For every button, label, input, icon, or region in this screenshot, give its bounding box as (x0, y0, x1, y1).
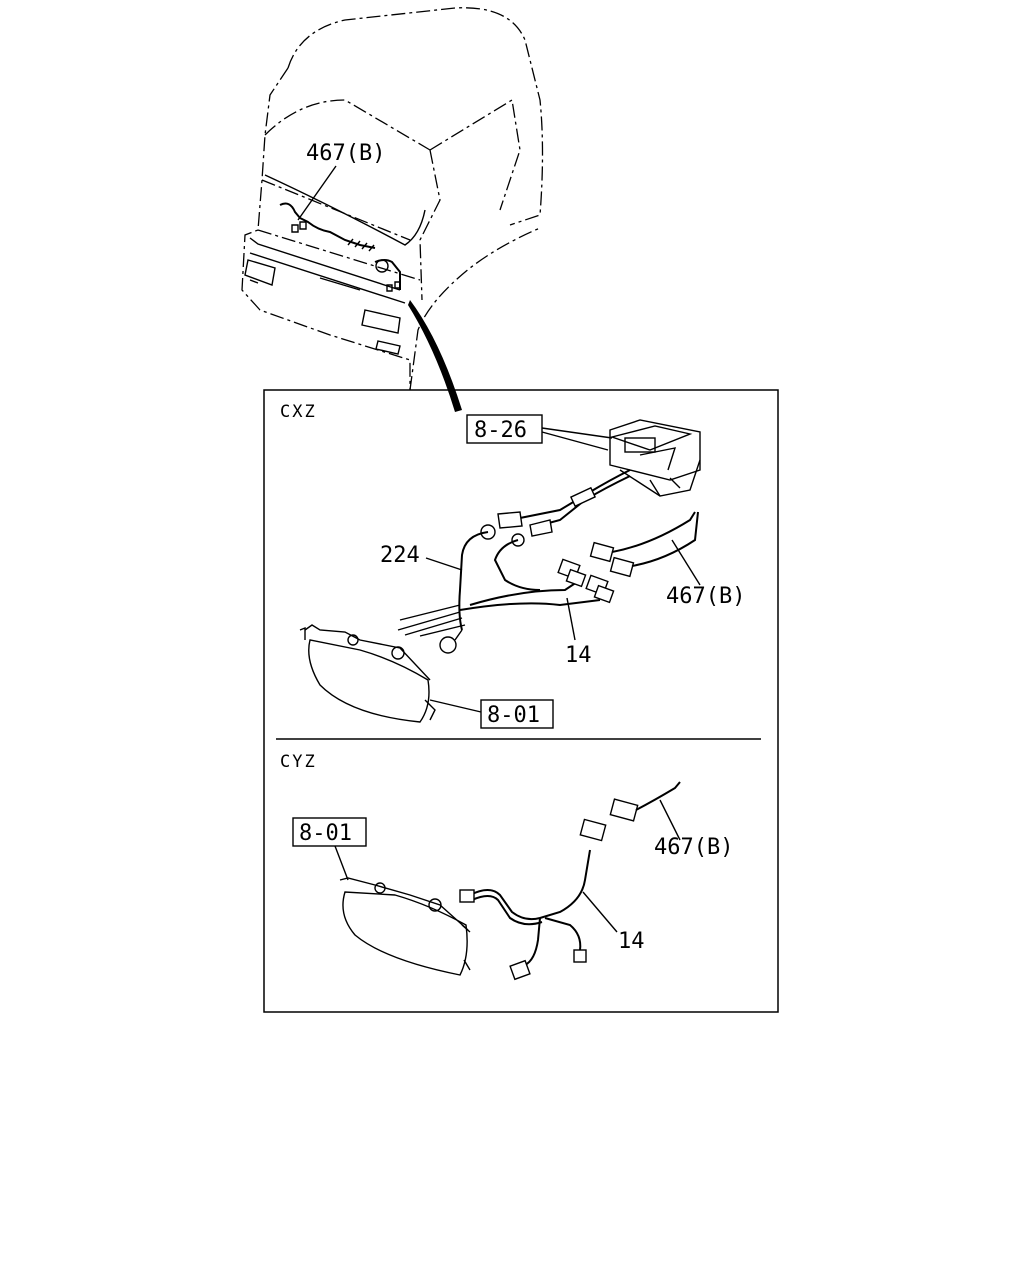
label-224: 224 (380, 543, 420, 568)
label-14-cxz: 14 (565, 643, 592, 668)
panel-cxz-title: CXZ (280, 402, 317, 422)
ref-box-8-01-cxz (480, 699, 554, 729)
label-14-cyz: 14 (618, 929, 645, 954)
label-467b-cyz: 467(B) (654, 835, 733, 860)
headlamp-cxz (299, 624, 436, 723)
label-467b-cxz: 467(B) (666, 584, 745, 609)
panel-cxz: CXZ 8-26 (280, 402, 745, 729)
ecu-module (609, 419, 701, 497)
callout-leader-467b (297, 165, 337, 221)
ref-box-8-01-cyz-label: 8-01 (299, 821, 352, 846)
ref-box-8-01-cxz-label: 8-01 (487, 703, 540, 728)
callout-467b-label: 467(B) (306, 141, 385, 166)
ref-box-8-26 (466, 414, 543, 444)
ref-box-8-01-cyz (292, 817, 367, 847)
headlamp-cyz (339, 877, 471, 976)
panel-cyz-title: CYZ (280, 752, 317, 772)
truck-cab-illustration: 467(B) (241, 7, 544, 412)
detail-frame (263, 389, 779, 1013)
panel-cyz: CYZ 8-01 14 467(B) (280, 752, 733, 981)
ref-box-8-26-label: 8-26 (474, 418, 527, 443)
detail-pointer-arrow (408, 300, 462, 412)
